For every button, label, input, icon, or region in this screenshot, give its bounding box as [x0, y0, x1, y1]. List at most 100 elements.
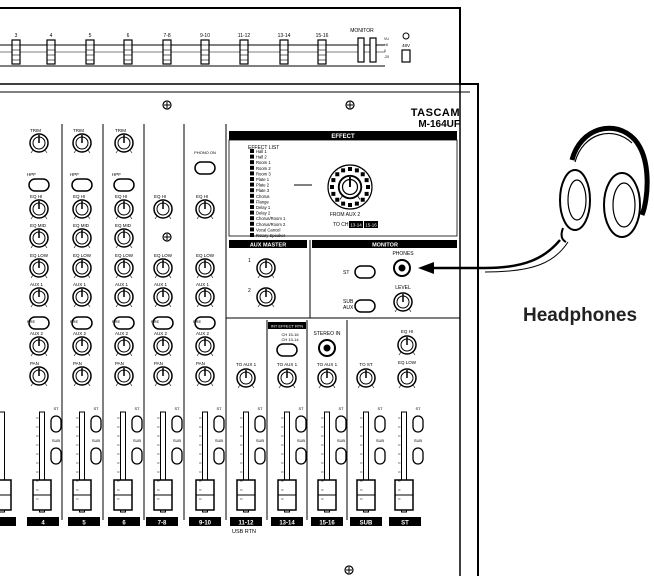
hpf-button[interactable]	[28, 178, 50, 192]
eq-low-right-knob[interactable]	[397, 368, 417, 389]
sub-assign-button[interactable]	[295, 447, 307, 465]
to-ch-1516-box[interactable]	[364, 221, 378, 228]
eq-hi-right-knob[interactable]	[397, 335, 417, 356]
st-assign-button[interactable]	[335, 415, 347, 433]
effect-list-title: EFFECT LIST	[248, 145, 279, 151]
eq-low-knob[interactable]	[72, 258, 92, 279]
eq-low-knob[interactable]	[153, 258, 173, 279]
bal-knob[interactable]	[195, 366, 215, 387]
channel-fader[interactable]	[0, 411, 12, 513]
st-assign-button[interactable]	[295, 415, 307, 433]
pan-knob[interactable]	[72, 366, 92, 387]
aux2-label: AUX 2	[30, 331, 44, 336]
lower-knob[interactable]	[277, 368, 297, 389]
phones-jack[interactable]	[393, 259, 411, 277]
monitor-level-knob[interactable]	[393, 292, 413, 313]
channel-fader[interactable]	[153, 411, 173, 513]
headphones-label: Headphones	[523, 305, 638, 326]
aux1-knob[interactable]	[29, 287, 49, 308]
eq-mid-knob[interactable]	[114, 228, 134, 249]
sub-assign-button[interactable]	[254, 447, 266, 465]
effect-to-ch-label: TO CH	[333, 222, 349, 228]
sub-assign-button[interactable]	[90, 447, 102, 465]
eq-low-knob[interactable]	[114, 258, 134, 279]
sub-assign-button[interactable]	[131, 447, 143, 465]
fader-row: STSUBSTSUBSTSUBSTSUBSTSUBSTSUBSTSUBSTSUB…	[0, 406, 424, 513]
aux2-knob[interactable]	[114, 336, 134, 357]
eq-hi-knob[interactable]	[153, 199, 173, 220]
aux2-knob[interactable]	[195, 336, 215, 357]
meter-led-column	[46, 39, 56, 65]
trim-knob[interactable]	[114, 133, 134, 154]
pre-label: PRE	[112, 319, 121, 324]
aux1-knob[interactable]	[153, 287, 173, 308]
effect-selector-knob[interactable]	[337, 174, 363, 201]
sub-assign-button[interactable]	[213, 447, 225, 465]
hpf-button[interactable]	[113, 178, 135, 192]
channel-fader[interactable]	[72, 411, 92, 513]
channel-number-label: 15-16	[319, 521, 335, 527]
pan-knob[interactable]	[29, 366, 49, 387]
trim-knob[interactable]	[29, 133, 49, 154]
eq-low-knob[interactable]	[195, 258, 215, 279]
bal-knob[interactable]	[153, 366, 173, 387]
int-effect-button[interactable]	[276, 343, 298, 357]
st-assign-button[interactable]	[412, 415, 424, 433]
aux1-knob[interactable]	[72, 287, 92, 308]
stereo-in-jack[interactable]	[318, 339, 336, 357]
st-assign-button[interactable]	[374, 415, 386, 433]
aux1-knob[interactable]	[195, 287, 215, 308]
pre-label: PRE	[27, 319, 36, 324]
channel-number-tab	[189, 517, 221, 526]
eq-hi-knob[interactable]	[195, 199, 215, 220]
aux-master-1-knob[interactable]	[256, 258, 276, 279]
eq-hi-knob[interactable]	[29, 199, 49, 220]
channel-fader[interactable]	[195, 411, 215, 513]
monitor-sub-button[interactable]	[354, 299, 376, 313]
aux1-knob[interactable]	[114, 287, 134, 308]
st-assign-button[interactable]	[213, 415, 225, 433]
st-assign-button[interactable]	[131, 415, 143, 433]
effect-ring-marker	[360, 172, 365, 177]
channel-fader[interactable]	[32, 411, 52, 513]
st-assign-button[interactable]	[50, 415, 62, 433]
pan-knob[interactable]	[114, 366, 134, 387]
sub-assign-button[interactable]	[50, 447, 62, 465]
channel-fader[interactable]	[113, 411, 133, 513]
monitor-st-button[interactable]	[354, 265, 376, 279]
effect-number-box	[250, 205, 254, 209]
phono-on-button[interactable]	[194, 161, 216, 175]
st-assign-button[interactable]	[90, 415, 102, 433]
channel-fader[interactable]	[236, 411, 256, 513]
st-assign-button[interactable]	[254, 415, 266, 433]
monitor-sub-label: SUB	[343, 299, 354, 305]
lower-knob[interactable]	[317, 368, 337, 389]
lower-knob[interactable]	[236, 368, 256, 389]
channel-fader[interactable]	[356, 411, 376, 513]
monitor-st-label: ST	[343, 270, 349, 276]
to-ch-1314-box[interactable]	[349, 221, 363, 228]
trim-knob[interactable]	[72, 133, 92, 154]
aux2-knob[interactable]	[72, 336, 92, 357]
aux-master-2-label: 2	[248, 288, 251, 294]
aux-master-2-knob[interactable]	[256, 287, 276, 308]
channel-fader[interactable]	[277, 411, 297, 513]
aux2-knob[interactable]	[153, 336, 173, 357]
eq-mid-knob[interactable]	[72, 228, 92, 249]
sub-assign-button[interactable]	[374, 447, 386, 465]
channel-fader[interactable]	[317, 411, 337, 513]
lower-knob[interactable]	[356, 368, 376, 389]
eq-hi-knob[interactable]	[114, 199, 134, 220]
sub-assign-button[interactable]	[171, 447, 183, 465]
eq-hi-knob[interactable]	[72, 199, 92, 220]
pre-label: PRE	[151, 319, 160, 324]
sub-assign-button[interactable]	[335, 447, 347, 465]
aux2-knob[interactable]	[29, 336, 49, 357]
phantom-power-switch[interactable]	[401, 49, 411, 63]
eq-mid-knob[interactable]	[29, 228, 49, 249]
eq-low-knob[interactable]	[29, 258, 49, 279]
channel-fader[interactable]	[394, 411, 414, 513]
hpf-button[interactable]	[71, 178, 93, 192]
sub-assign-button[interactable]	[412, 447, 424, 465]
st-assign-button[interactable]	[171, 415, 183, 433]
